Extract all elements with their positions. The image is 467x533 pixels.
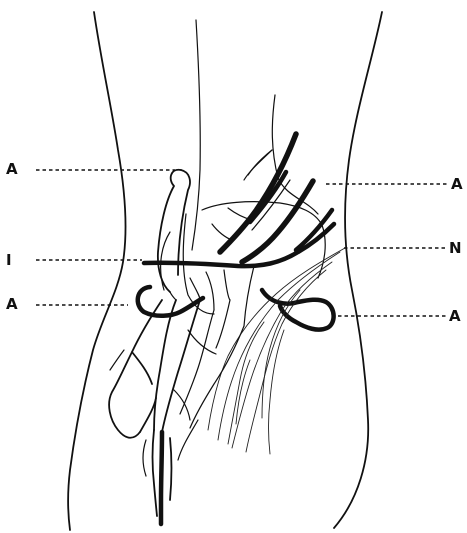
right-arterial-loop bbox=[262, 290, 334, 330]
label-left-upper: A bbox=[6, 160, 18, 178]
label-left-middle: I bbox=[6, 251, 12, 269]
main-trunk-vessel bbox=[143, 430, 172, 524]
label-left-lower: A bbox=[6, 295, 18, 313]
nerve-fibres bbox=[208, 248, 345, 454]
limb-outline bbox=[68, 12, 382, 530]
label-right-middle: N bbox=[449, 239, 462, 257]
leader-lines bbox=[36, 170, 448, 316]
label-right-lower: A bbox=[449, 307, 461, 325]
bone-outline bbox=[161, 20, 326, 314]
vascular-network bbox=[109, 266, 254, 460]
label-right-upper: A bbox=[451, 175, 463, 193]
